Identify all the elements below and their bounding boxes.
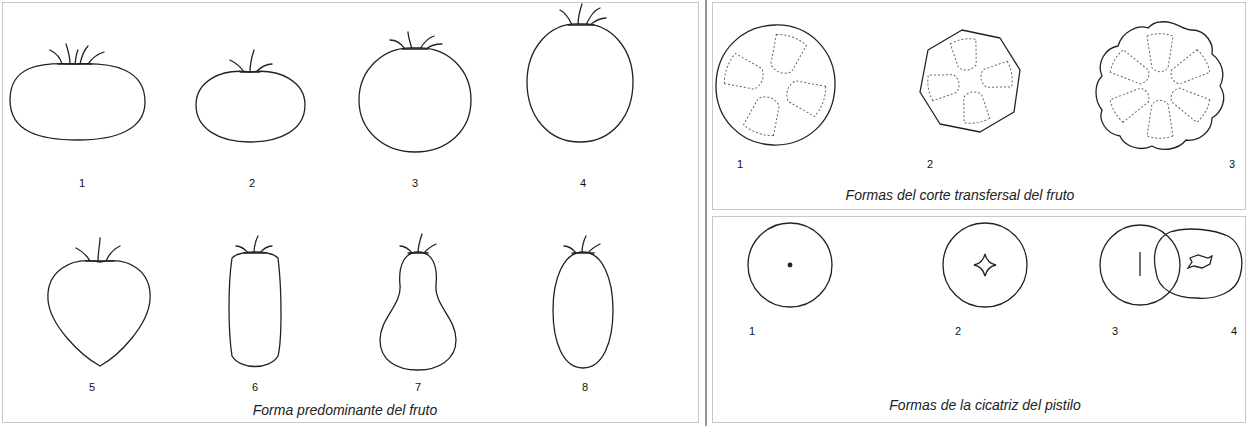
callout-number: 2	[249, 173, 255, 191]
number-text: 6	[252, 381, 258, 393]
callout-number: 1	[79, 173, 85, 191]
number-text: 5	[89, 381, 95, 393]
callout-number: 3	[412, 173, 418, 191]
number-text: 2	[249, 177, 255, 189]
callout-number: 5	[89, 377, 95, 395]
number-text: 8	[582, 381, 588, 393]
number-text: 1	[749, 325, 755, 337]
figure-caption: Formas del corte transfersal del fruto	[846, 186, 1075, 204]
number-text: 3	[412, 177, 418, 189]
callout-number: 2	[927, 154, 933, 172]
callout-number: 8	[582, 377, 588, 395]
caption-text: Formas del corte transfersal del fruto	[846, 187, 1075, 203]
figure-caption: Forma predominante del fruto	[253, 401, 437, 419]
callout-number: 4	[580, 173, 586, 191]
callout-number: 3	[1112, 321, 1118, 339]
callout-number: 2	[955, 321, 961, 339]
callout-number: 6	[252, 377, 258, 395]
number-text: 2	[955, 325, 961, 337]
callout-number: 1	[737, 154, 743, 172]
cross-sections	[716, 22, 1224, 150]
number-text: 1	[79, 177, 85, 189]
caption-text: Forma predominante del fruto	[253, 402, 437, 418]
number-text: 7	[415, 381, 421, 393]
number-text: 3	[1112, 325, 1118, 337]
callout-number: 4	[1231, 321, 1237, 339]
panel-frames	[3, 3, 1246, 423]
callout-number: 3	[1229, 154, 1235, 172]
number-text: 4	[1231, 325, 1237, 337]
pistil-scars	[748, 223, 1242, 307]
fruit-shapes	[10, 4, 633, 370]
caption-text: Formas de la cicatriz del pistilo	[889, 397, 1080, 413]
number-text: 1	[737, 158, 743, 170]
number-text: 4	[580, 177, 586, 189]
divider-line	[706, 0, 707, 426]
callout-number: 7	[415, 377, 421, 395]
callout-number: 1	[749, 321, 755, 339]
number-text: 2	[927, 158, 933, 170]
number-text: 3	[1229, 158, 1235, 170]
figure-caption: Formas de la cicatriz del pistilo	[889, 396, 1080, 414]
